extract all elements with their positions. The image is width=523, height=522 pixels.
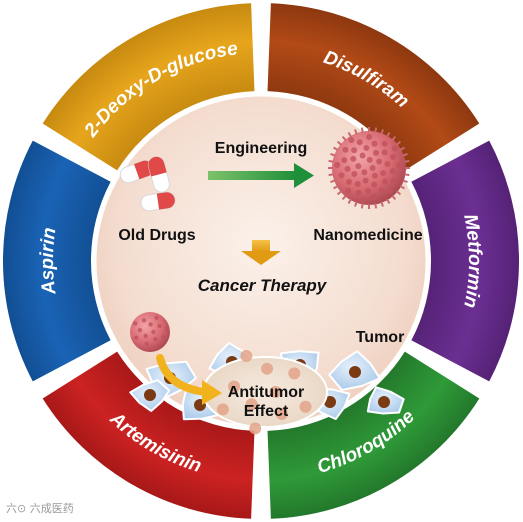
- old-drugs-label: Old Drugs: [118, 227, 195, 244]
- nanoparticle-icon: [328, 127, 410, 209]
- curved-arrow-icon: [156, 354, 222, 405]
- ring-label: Aspirin: [37, 226, 61, 296]
- antitumor-label: Antitumor: [228, 384, 304, 401]
- arrow-down-icon: [241, 240, 281, 265]
- engineering-label: Engineering: [215, 140, 307, 157]
- small-nanoparticle-icon: [130, 312, 170, 352]
- ring-segment-disulfiram: [267, 3, 480, 171]
- nanomedicine-label: Nanomedicine: [313, 227, 422, 244]
- ring-segment-aspirin: [2, 140, 111, 382]
- watermark: 六⊙ 六成医药: [6, 502, 74, 515]
- ring-segment-artemisinin: [42, 351, 255, 519]
- ring-segment-metformin: [411, 140, 519, 382]
- arrow-right-icon: [208, 163, 314, 188]
- ring-segment-chloroquine: [267, 351, 480, 519]
- ring-segment-2-deoxy-d-glucose: [42, 3, 255, 171]
- effect-label: Effect: [244, 403, 289, 420]
- tumor-label: Tumor: [356, 329, 405, 346]
- cancer-therapy-label: Cancer Therapy: [198, 276, 328, 295]
- capsules-icon: [119, 156, 176, 212]
